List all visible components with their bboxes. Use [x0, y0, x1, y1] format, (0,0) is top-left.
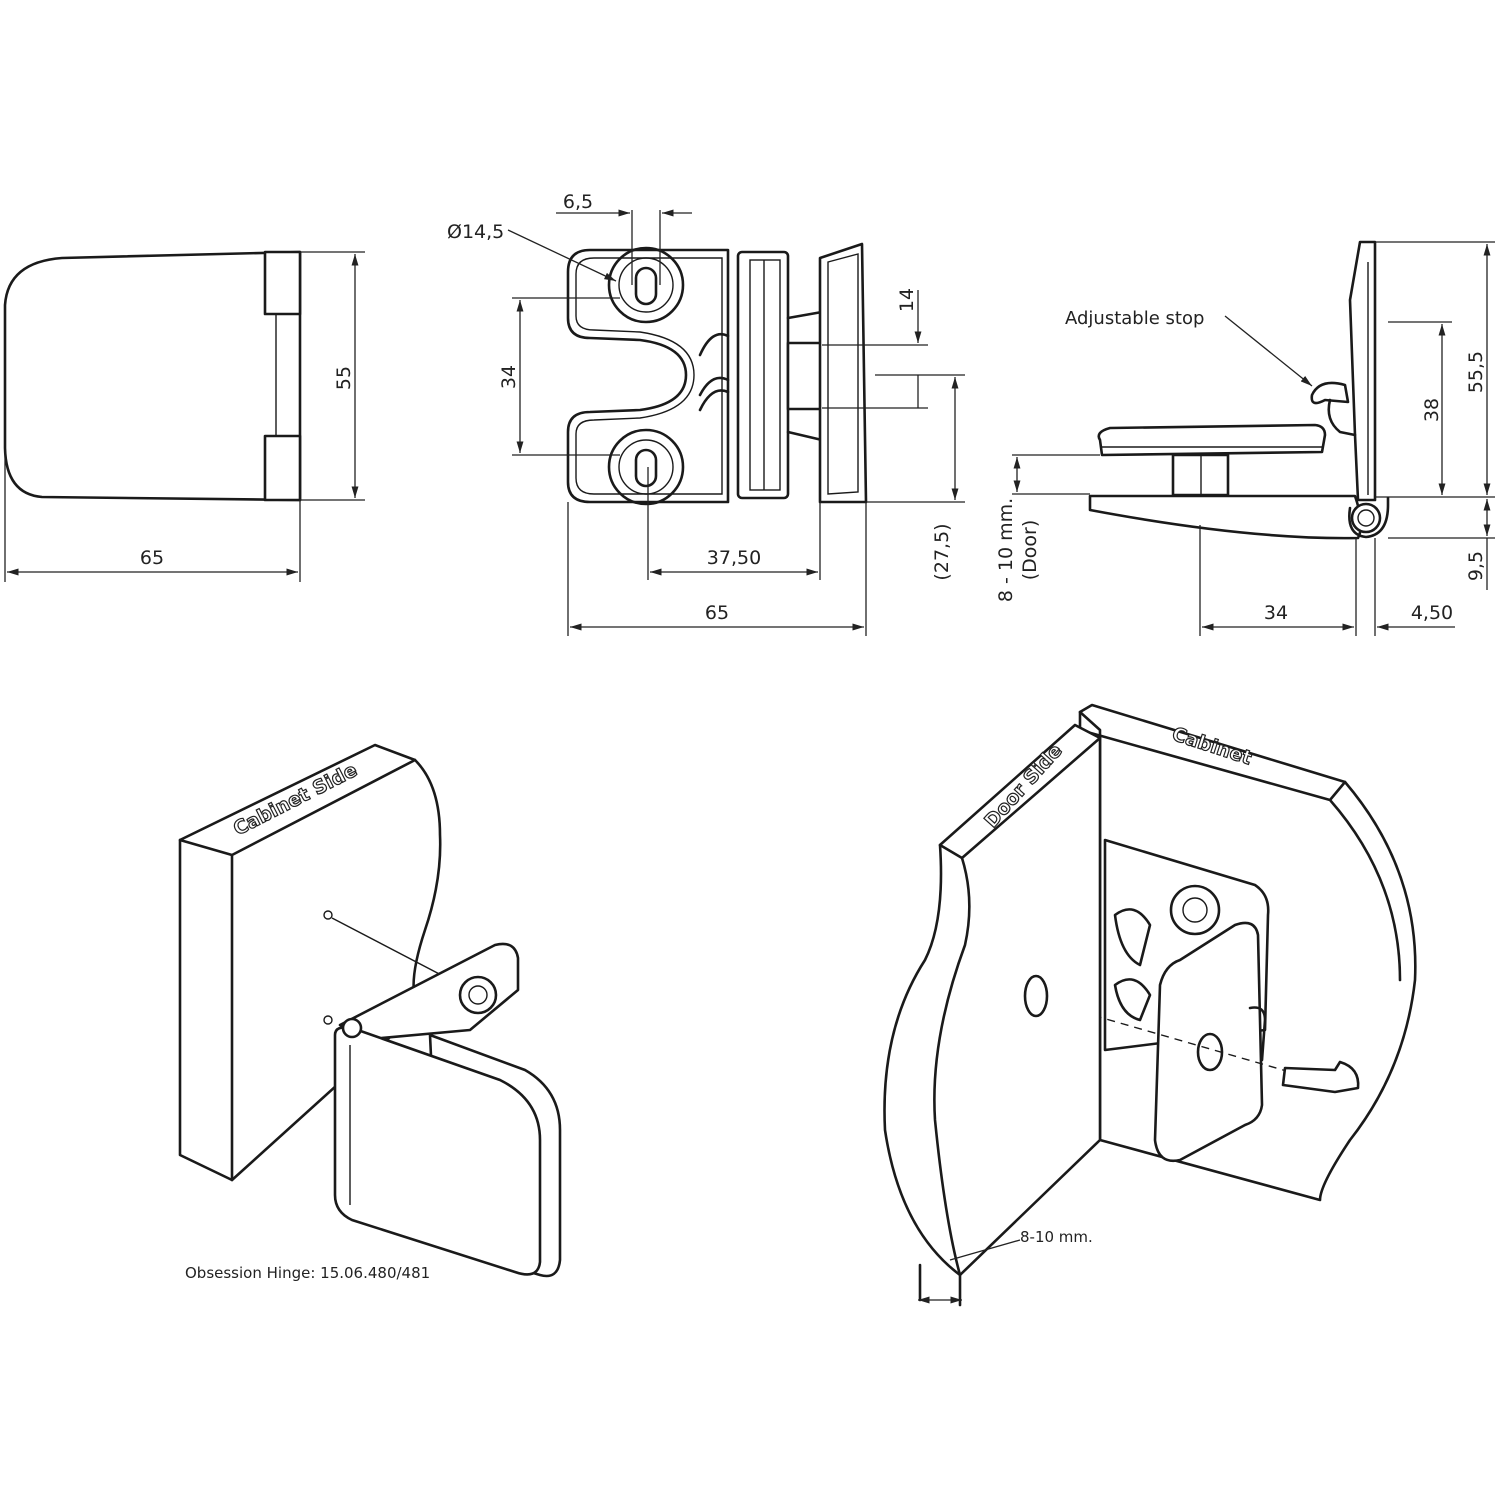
- cabinet-plate-side: [1348, 240, 1377, 502]
- hinge-pin: [1350, 502, 1382, 534]
- cabinet-plate-edge: [818, 242, 868, 504]
- adjustable-stop-label: Adjustable stop: [1065, 308, 1204, 329]
- hinge-door-clamp: [1153, 921, 1264, 1163]
- countersunk-screw: [1281, 1060, 1360, 1094]
- door-clamp-top: [1097, 423, 1327, 457]
- slot-hole-bottom: [634, 448, 658, 488]
- dim-38: 38: [1421, 398, 1443, 422]
- hinge-mount-plate: [338, 942, 520, 1042]
- dim-door-label: (Door): [1019, 520, 1041, 581]
- hinge-tab-bottom: [263, 434, 302, 502]
- side-view: Adjustable stop 38 55,5 9,5 8 - 10 mm. (…: [995, 240, 1495, 636]
- dim-hole-diameter: Ø14,5: [447, 221, 504, 243]
- dim-block-height: 14: [896, 288, 918, 312]
- hinge-tab-top: [263, 250, 302, 316]
- glass-thickness-label: 8-10 mm.: [1020, 1228, 1093, 1246]
- dim-plate-width: 65: [705, 602, 729, 624]
- front-view: 55 65: [3, 250, 365, 582]
- hinge-plate-outline: [3, 250, 302, 502]
- stop-block: [786, 341, 824, 411]
- mounting-plate-outline: [566, 248, 730, 504]
- iso-view-right: Cabinet Door Side 8-10 mm.: [883, 703, 1417, 1307]
- dim-hole-spacing: 34: [498, 365, 520, 389]
- dim-hole-to-edge: 37,50: [707, 547, 761, 569]
- dim-total-height: 55,5: [1465, 351, 1487, 393]
- dim-door-thickness: 8 - 10 mm.: [995, 498, 1017, 602]
- dim-width: 65: [140, 547, 164, 569]
- adjustable-stop: [1310, 381, 1350, 405]
- door-glass-panel: [883, 723, 1102, 1277]
- iso-view-left: Cabinet Side Obsession Hinge: 15.06.480/…: [178, 743, 562, 1282]
- slot-hole-top: [634, 266, 658, 306]
- plan-view: 6,5 Ø14,5 34 14 (27,5) 37,50 65: [447, 191, 965, 636]
- product-caption: Obsession Hinge: 15.06.480/481: [185, 1264, 430, 1282]
- dim-9-5: 9,5: [1465, 551, 1487, 581]
- dim-4-50: 4,50: [1411, 602, 1453, 624]
- dim-slot-width: 6,5: [563, 191, 593, 213]
- dim-34: 34: [1264, 602, 1288, 624]
- dim-height: 55: [333, 366, 355, 390]
- hinge-pin-cap: [341, 1017, 363, 1039]
- glass-hole: [1023, 974, 1049, 1018]
- door-clamp-bottom: [1088, 494, 1363, 540]
- dim-offset: (27,5): [931, 523, 953, 580]
